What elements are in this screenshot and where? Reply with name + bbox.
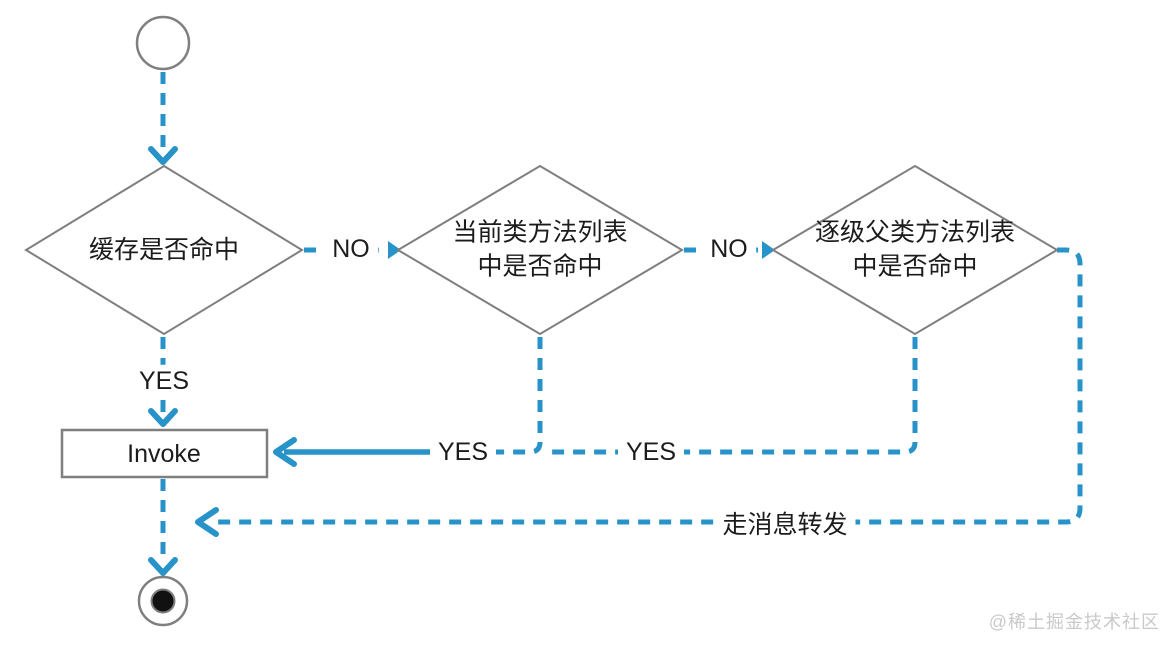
edge-current-to-invoke <box>434 337 543 455</box>
watermark: @稀土掘金技术社区 <box>988 612 1160 632</box>
yes-label-current: YES <box>429 435 497 469</box>
yes-label-cache: YES <box>130 364 198 398</box>
yes-label-parent: YES <box>617 435 685 469</box>
edge-forwarding <box>210 247 1083 525</box>
arrowhead-down-into-cache-icon <box>148 146 178 165</box>
current-class-label-line2: 中是否命中 <box>477 252 603 280</box>
decision-parent-class-diamond <box>771 164 1059 336</box>
arrowhead-down-into-end-icon <box>148 557 178 576</box>
parent-class-label-line2: 中是否命中 <box>852 252 978 280</box>
edge-parent-to-invoke <box>546 337 918 455</box>
arrowhead-left-into-invoke-icon <box>273 437 297 467</box>
end-node-inner-dot <box>150 588 176 614</box>
start-node-circle <box>135 15 191 71</box>
parent-class-label-line1: 逐级父类方法列表 <box>814 218 1016 247</box>
arrowhead-right-into-current-icon <box>388 241 401 259</box>
no-label-current: NO <box>702 232 756 266</box>
arrowhead-right-into-parent-icon <box>762 241 775 259</box>
arrowhead-left-forwarding-icon <box>195 507 219 537</box>
no-label-cache: NO <box>324 232 378 266</box>
invoke-label: Invoke <box>127 439 201 468</box>
invoke-box <box>60 428 269 479</box>
decision-current-class-diamond <box>396 164 684 336</box>
current-class-label-line1: 当前类方法列表 <box>452 218 628 247</box>
parent-class-decision-label: 逐级父类方法列表 中是否命中 <box>815 216 1015 284</box>
current-class-decision-label: 当前类方法列表 中是否命中 <box>452 216 627 284</box>
arrowhead-down-into-invoke-icon <box>148 408 178 427</box>
forwarding-label: 走消息转发 <box>714 508 856 542</box>
decision-cache-diamond <box>24 164 304 336</box>
cache-decision-label: 缓存是否命中 <box>88 235 240 264</box>
